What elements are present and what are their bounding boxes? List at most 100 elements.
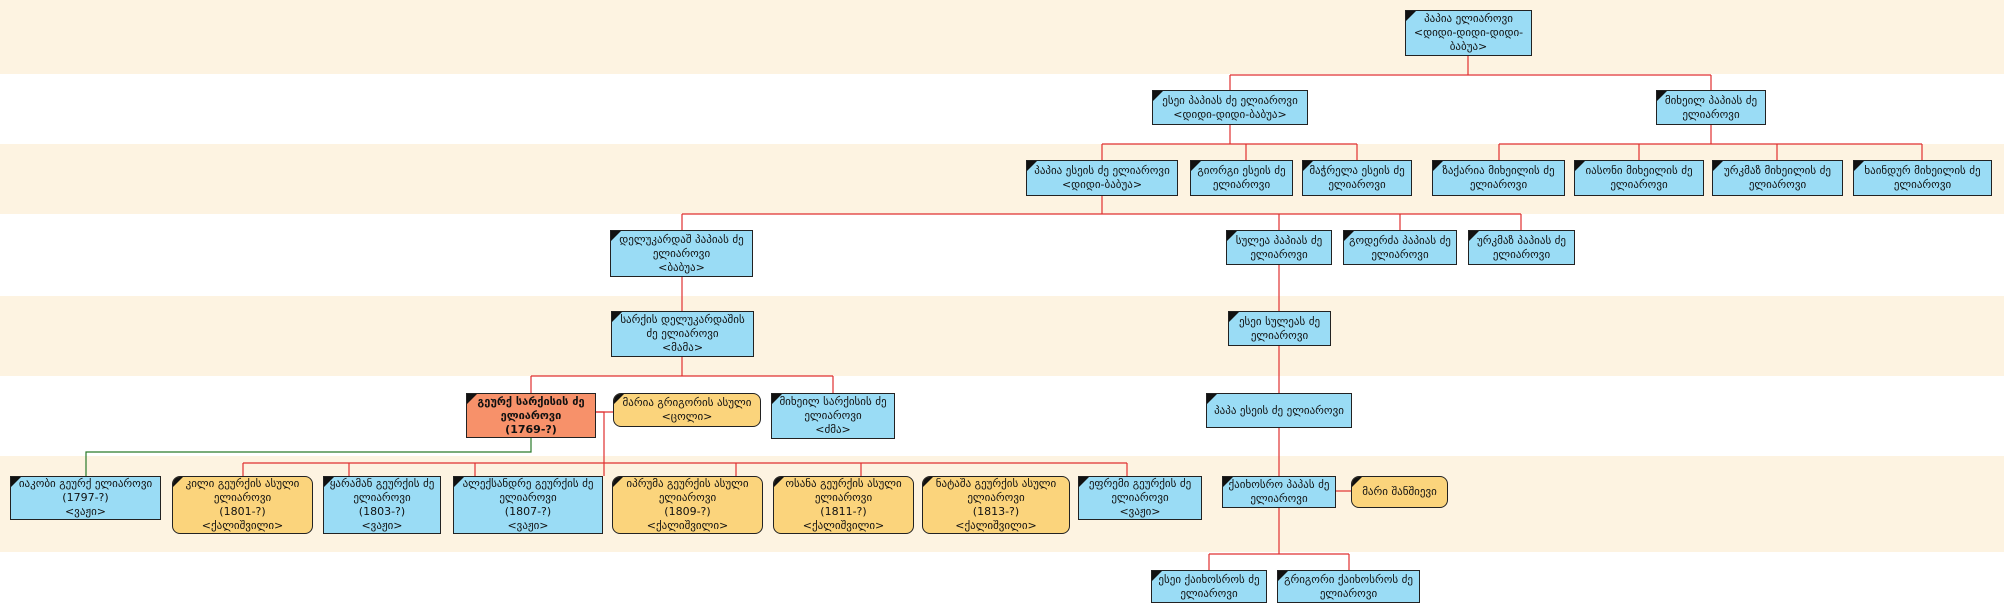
person-label: პაპია ესეის ძე ელიაროვი <დიდი-ბაბუა> bbox=[1034, 164, 1170, 191]
connector bbox=[1101, 125, 1358, 160]
person-delukardash-papias-dze[interactable]: დელუკარდაშ პაპიას ძე ელიაროვი <ბაბუა> bbox=[610, 230, 753, 277]
person-label: კილი გეურქის ასული ელიაროვი (1801-?) <ქა… bbox=[185, 477, 300, 532]
triangle-marker-icon bbox=[1191, 161, 1201, 171]
triangle-marker-icon bbox=[1469, 231, 1479, 241]
generation-band-6 bbox=[0, 376, 2004, 456]
person-label: იაკობი გეურქ ელიაროვი (1797-?) <ვაჟი> bbox=[18, 477, 153, 518]
person-goderdza-papias-dze[interactable]: გოდერძა პაპიას ძე ელიაროვი bbox=[1343, 230, 1457, 265]
person-esei-suleas-dze[interactable]: ესეი სულეას ძე ელიაროვი bbox=[1228, 311, 1331, 346]
person-grigori-kaikhosros-dze[interactable]: გრიგორი ქაიხოსროს ძე ელიაროვი bbox=[1277, 570, 1420, 603]
person-sulea-papias-dze[interactable]: სულეა პაპიას ძე ელიაროვი bbox=[1226, 230, 1332, 265]
person-papia-eliarov[interactable]: პაპია ელიაროვი <დიდი-დიდი-დიდი- ბაბუა> bbox=[1405, 10, 1532, 56]
person-papia-eseis-dze[interactable]: პაპია ესეის ძე ელიაროვი <დიდი-ბაბუა> bbox=[1026, 160, 1178, 196]
person-khaindur-mikheilis-dze[interactable]: ხაინდურ მიხეილის ძე ელიაროვი bbox=[1853, 160, 1992, 196]
person-label: მაჭრელა ესეის ძე ელიაროვი bbox=[1309, 164, 1405, 191]
person-label: ნატაშა გეურქის ასული ელიაროვი (1813-?) <… bbox=[935, 477, 1057, 532]
person-label: ესეი ქაიხოსროს ძე ელიაროვი bbox=[1158, 572, 1260, 600]
triangle-marker-icon bbox=[1344, 231, 1354, 241]
person-aleksandre-geurkis-dze[interactable]: ალექსანდრე გეურქის ძე ელიაროვი (1807-?) … bbox=[453, 476, 603, 534]
person-label: სარქის დელუკარდაშის ძე ელიაროვი <მამა> bbox=[620, 313, 745, 354]
person-label: ზაქარია მიხეილის ძე ელიაროვი bbox=[1442, 164, 1555, 191]
person-label: გიორგი ესეის ძე ელიაროვი bbox=[1197, 164, 1286, 191]
person-label: ურკმაზ პაპიას ძე ელიაროვი bbox=[1476, 233, 1567, 261]
person-mari-shanshiev[interactable]: მარი შანშიევი bbox=[1351, 476, 1448, 508]
generation-band-5 bbox=[0, 296, 2004, 376]
connector bbox=[530, 346, 834, 393]
person-urkmaz-mikheilis-dze[interactable]: ურკმაზ მიხეილის ძე ელიაროვი bbox=[1712, 160, 1843, 196]
triangle-marker-icon bbox=[467, 394, 477, 404]
triangle-marker-icon bbox=[1433, 161, 1443, 171]
person-geurk-sarkisis-dze-focus[interactable]: გეურქ სარქისის ძე ელიაროვი (1769-?) bbox=[466, 393, 596, 438]
triangle-marker-icon bbox=[1229, 312, 1239, 322]
person-label: ხაინდურ მიხეილის ძე ელიაროვი bbox=[1864, 164, 1981, 191]
connector bbox=[85, 430, 532, 476]
triangle-marker-icon bbox=[923, 477, 933, 487]
triangle-marker-icon bbox=[11, 477, 21, 487]
triangle-marker-icon bbox=[454, 477, 464, 487]
triangle-marker-icon bbox=[614, 394, 624, 404]
triangle-marker-icon bbox=[1027, 161, 1037, 171]
person-label: ოსანა გეურქის ასული ელიაროვი (1811-?) <ქ… bbox=[785, 477, 902, 532]
person-mikheil-papias-dze[interactable]: მიხეილ პაპიას ძე ელიაროვი bbox=[1656, 90, 1766, 125]
person-papa-eseis-dze[interactable]: პაპა ესეის ძე ელიაროვი bbox=[1206, 393, 1352, 428]
triangle-marker-icon bbox=[1575, 161, 1585, 171]
person-kaikhosro-papas-dze[interactable]: ქაიხოსრო პაპას ძე ელიაროვი bbox=[1222, 476, 1336, 508]
generation-band-4 bbox=[0, 214, 2004, 296]
triangle-marker-icon bbox=[1713, 161, 1723, 171]
person-esei-kaikhosros-dze[interactable]: ესეი ქაიხოსროს ძე ელიაროვი bbox=[1151, 570, 1267, 603]
person-label: პაპა ესეის ძე ელიაროვი bbox=[1214, 403, 1344, 417]
person-label: მარი შანშიევი bbox=[1362, 485, 1437, 498]
triangle-marker-icon bbox=[324, 477, 334, 487]
person-label: ყარამან გეურქის ძე ელიაროვი (1803-?) <ვა… bbox=[329, 477, 435, 532]
triangle-marker-icon bbox=[1352, 477, 1362, 487]
triangle-marker-icon bbox=[772, 394, 782, 404]
triangle-marker-icon bbox=[1657, 91, 1667, 101]
person-osana-geurkis-asuli[interactable]: ოსანა გეურქის ასული ელიაროვი (1811-?) <ქ… bbox=[773, 476, 914, 534]
person-zakaria-mikheilis-dze[interactable]: ზაქარია მიხეილის ძე ელიაროვი bbox=[1432, 160, 1565, 196]
person-ipruma-geurkis-asuli[interactable]: იპრუმა გეურქის ასული ელიაროვი (1809-?) <… bbox=[612, 476, 763, 534]
person-machrela-eseis-dze[interactable]: მაჭრელა ესეის ძე ელიაროვი bbox=[1302, 160, 1412, 196]
person-natasha-geurkis-asuli[interactable]: ნატაშა გეურქის ასული ელიაროვი (1813-?) <… bbox=[922, 476, 1070, 534]
triangle-marker-icon bbox=[173, 477, 183, 487]
triangle-marker-icon bbox=[1854, 161, 1864, 171]
person-label: სულეა პაპიას ძე ელიაროვი bbox=[1235, 233, 1323, 261]
triangle-marker-icon bbox=[1278, 571, 1288, 581]
triangle-marker-icon bbox=[611, 231, 621, 241]
triangle-marker-icon bbox=[1152, 571, 1162, 581]
person-label: ესეი პაპიას ძე ელიაროვი <დიდი-დიდი-ბაბუა… bbox=[1162, 93, 1298, 121]
person-giorgi-eseis-dze[interactable]: გიორგი ესეის ძე ელიაროვი bbox=[1190, 160, 1293, 196]
connector bbox=[1208, 508, 1350, 570]
triangle-marker-icon bbox=[1227, 231, 1237, 241]
person-label: მარია გრიგორის ასული <ცოლი> bbox=[622, 396, 752, 423]
triangle-marker-icon bbox=[1406, 11, 1416, 21]
connector bbox=[1498, 125, 1923, 160]
person-iasoni-mikheilis-dze[interactable]: იასონი მიხეილის ძე ელიაროვი bbox=[1574, 160, 1704, 196]
person-mikheil-sarkisis-dze[interactable]: მიხეილ სარქისის ძე ელიაროვი <ძმა> bbox=[771, 393, 895, 439]
triangle-marker-icon bbox=[1207, 394, 1217, 404]
connector bbox=[681, 196, 1522, 230]
person-iakobi-geurk[interactable]: იაკობი გეურქ ელიაროვი (1797-?) <ვაჟი> bbox=[10, 476, 161, 520]
triangle-marker-icon bbox=[1079, 477, 1089, 487]
person-label: ესეი სულეას ძე ელიაროვი bbox=[1238, 314, 1321, 342]
person-karaman-geurkis-dze[interactable]: ყარამან გეურქის ძე ელიაროვი (1803-?) <ვა… bbox=[323, 476, 441, 534]
person-maria-grigoris-asuli[interactable]: მარია გრიგორის ასული <ცოლი> bbox=[613, 393, 761, 427]
person-efremi-geurkis-dze[interactable]: ეფრემი გეურქის ძე ელიაროვი <ვაჟი> bbox=[1078, 476, 1202, 520]
person-label: პაპია ელიაროვი <დიდი-დიდი-დიდი- ბაბუა> bbox=[1413, 12, 1524, 53]
person-label: გეურქ სარქისის ძე ელიაროვი (1769-?) bbox=[477, 394, 585, 436]
person-sarkis-delukardashis-dze[interactable]: სარქის დელუკარდაშის ძე ელიაროვი <მამა> bbox=[611, 311, 754, 357]
person-kili-geurkis-asuli[interactable]: კილი გეურქის ასული ელიაროვი (1801-?) <ქა… bbox=[172, 476, 313, 534]
connector bbox=[242, 411, 1128, 476]
person-label: იასონი მიხეილის ძე ელიაროვი bbox=[1585, 164, 1693, 191]
triangle-marker-icon bbox=[1153, 91, 1163, 101]
triangle-marker-icon bbox=[1223, 477, 1233, 487]
person-urkmaz-papias-dze[interactable]: ურკმაზ პაპიას ძე ელიაროვი bbox=[1468, 230, 1575, 265]
triangle-marker-icon bbox=[613, 477, 623, 487]
person-label: მიხეილ პაპიას ძე ელიაროვი bbox=[1664, 93, 1758, 121]
connector bbox=[1229, 56, 1712, 90]
person-esei-papias-dze[interactable]: ესეი პაპიას ძე ელიაროვი <დიდი-დიდი-ბაბუა… bbox=[1152, 90, 1308, 125]
person-label: ეფრემი გეურქის ძე ელიაროვი <ვაჟი> bbox=[1088, 477, 1192, 518]
person-label: ურკმაზ მიხეილის ძე ელიაროვი bbox=[1724, 164, 1831, 191]
triangle-marker-icon bbox=[612, 312, 622, 322]
person-label: გრიგორი ქაიხოსროს ძე ელიაროვი bbox=[1284, 572, 1413, 600]
